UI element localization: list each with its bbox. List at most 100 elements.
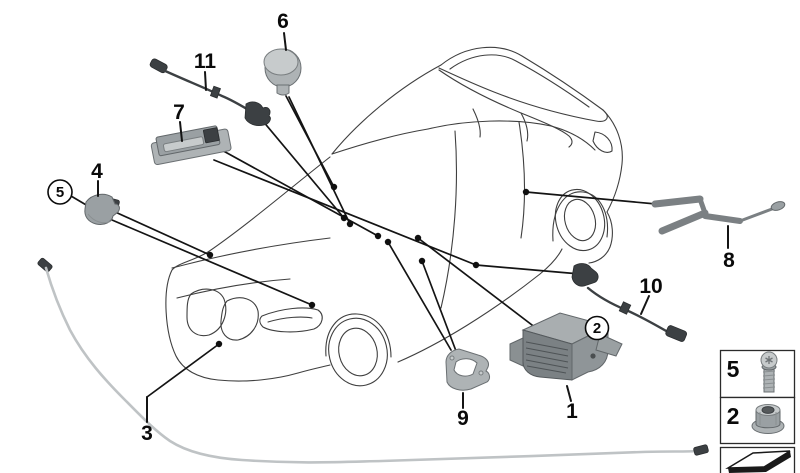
arrow-top-face	[725, 450, 791, 469]
legend-label-screw[interactable]: 5	[727, 356, 740, 382]
harness-bar-lower	[658, 209, 709, 235]
callout-11[interactable]: 11	[194, 50, 217, 73]
circled-2-label: 2	[593, 320, 601, 337]
door-seam-rear	[518, 121, 526, 239]
rear-wheel-outer	[554, 188, 606, 252]
callouts: 6 11 7 4 5 8 10 2 1 9 3	[47, 10, 735, 445]
rear-bumper	[588, 211, 613, 264]
hood-edge	[207, 156, 331, 253]
callout-6[interactable]: 6	[277, 10, 289, 33]
callout-1[interactable]: 1	[566, 400, 578, 423]
door-cable-connector	[665, 325, 688, 342]
leader-3-grille	[146, 343, 220, 398]
attachment-dots	[206, 183, 530, 348]
side-glass-top	[438, 69, 573, 148]
fastener-legend: 5 2	[719, 349, 796, 473]
roof-outer	[440, 46, 604, 111]
direction-arrow-icon	[725, 450, 791, 473]
callout-8[interactable]: 8	[723, 249, 735, 272]
dot-fender	[206, 251, 214, 259]
callout-3[interactable]: 3	[141, 422, 153, 445]
door-sensor-head	[571, 263, 599, 287]
tube-connector-right	[693, 444, 709, 456]
c-pillar-line	[520, 112, 529, 142]
sill-line	[397, 248, 563, 363]
callout-10[interactable]: 10	[639, 275, 662, 298]
roof-inner	[449, 54, 590, 108]
headlight-inner-line	[267, 316, 313, 323]
part-7-flat-control-module	[150, 125, 232, 166]
car-outline	[165, 46, 623, 387]
hood-crease	[171, 237, 331, 269]
leader-lines	[70, 95, 657, 398]
front-wheel-outer	[328, 317, 388, 387]
part-4-front-impact-sensor	[84, 193, 120, 225]
kidney-grille-left	[186, 288, 227, 337]
cable-run	[161, 68, 254, 114]
tick-1	[566, 385, 572, 402]
tick-7	[179, 121, 183, 142]
part-10-door-sensor-cable	[571, 263, 688, 342]
circled-callout-5[interactable]: 5	[47, 179, 73, 205]
ecu-connector-ribs	[525, 341, 569, 374]
leader-11-cowl	[256, 113, 345, 219]
part-11-sensor-cable	[149, 58, 271, 126]
tube-run	[44, 266, 700, 464]
callout-7[interactable]: 7	[173, 101, 185, 124]
torx-screw-icon	[760, 351, 778, 393]
callout-4[interactable]: 4	[91, 160, 103, 183]
dot-sill-b	[418, 257, 426, 265]
door-seam-front	[440, 130, 457, 309]
bracket-hole-a	[449, 355, 455, 361]
dot-door	[472, 261, 480, 269]
legend-box-screw	[719, 349, 796, 399]
dot-cowl-a	[340, 214, 348, 222]
rear-lamp	[592, 131, 613, 153]
door-cable-clip	[618, 301, 632, 315]
dot-cowl-b	[346, 220, 354, 228]
leader-9-sill-a	[387, 241, 452, 351]
callout-9[interactable]: 9	[457, 407, 469, 430]
arrow-underside	[728, 451, 791, 473]
cable-end-bracket	[244, 101, 271, 126]
upper-bumper-line	[176, 278, 291, 299]
front-wheel-inner	[338, 327, 378, 377]
beltline	[427, 120, 596, 151]
cowl-line	[331, 128, 429, 155]
part-9-mounting-bracket	[445, 348, 490, 391]
harness-bar-top	[651, 195, 704, 208]
legend-label-nut[interactable]: 2	[727, 403, 740, 429]
a-pillar	[331, 64, 442, 155]
bumper-mid-line	[297, 364, 331, 374]
rear-wheel-inner	[563, 198, 597, 242]
flange-nut-icon	[751, 404, 785, 434]
nut-hole	[761, 406, 775, 414]
dot-sill-a	[384, 238, 392, 246]
leader-1-floor	[417, 237, 554, 342]
torx-star	[765, 356, 773, 364]
harness-bar-right	[702, 213, 743, 224]
leader-4-bumper	[111, 219, 313, 306]
circled-callout-2[interactable]: 2	[584, 315, 610, 341]
part-6-gong-sensor	[263, 48, 302, 96]
part-3-bumper-sensor-tube	[37, 257, 709, 464]
sensor-body	[84, 193, 120, 225]
front-wheel-arch	[325, 313, 392, 358]
harness-connector	[770, 201, 786, 211]
module-connector-block	[202, 127, 220, 144]
circled-5-label: 5	[56, 184, 64, 201]
ecu-mount-hole	[590, 353, 596, 359]
leader-7-door	[213, 159, 477, 266]
cable-clip	[209, 85, 221, 99]
tick-6	[283, 32, 287, 51]
leader-8-quarter	[525, 191, 657, 205]
kidney-grille-right	[220, 297, 259, 341]
leader-9-sill-b	[421, 260, 457, 352]
ecu-bracket-wing	[595, 333, 623, 357]
dot-apillar-base	[374, 232, 382, 240]
circle-5-ring	[47, 179, 73, 205]
bracket-opening	[453, 358, 478, 377]
tube-connector-left	[37, 257, 53, 273]
